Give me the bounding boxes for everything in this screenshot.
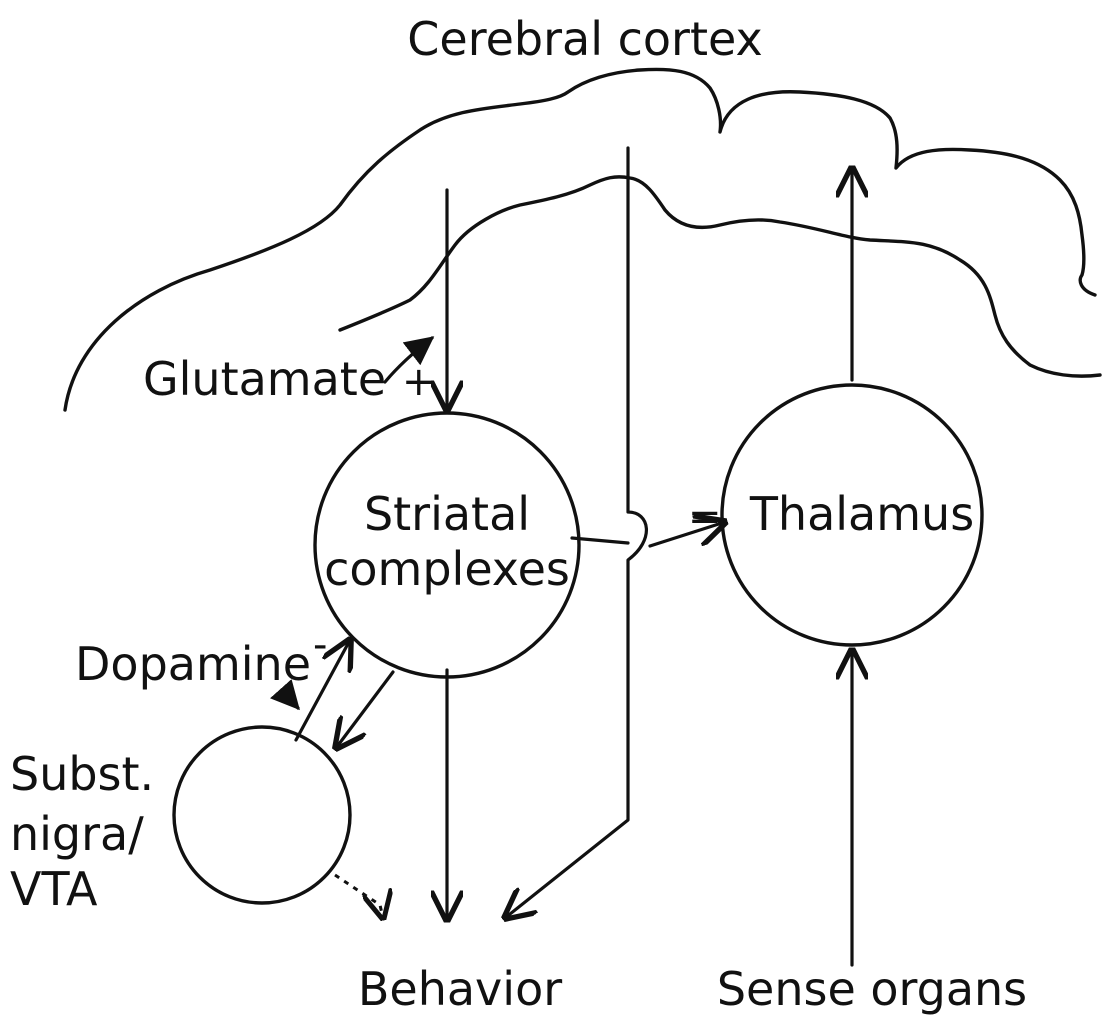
- striatum-to-nigra-arrow: [336, 672, 393, 748]
- substantia-nigra-node: [174, 727, 350, 903]
- thalamus-label: Thalamus: [749, 487, 974, 541]
- subst-label-line2: nigra/: [10, 807, 144, 861]
- behavior-label: Behavior: [358, 962, 562, 1016]
- thalamus-sign: =: [688, 494, 722, 540]
- sense-organs-label: Sense organs: [717, 962, 1027, 1016]
- dopamine-arrow: [282, 690, 298, 708]
- dopamine-sign: -: [313, 622, 327, 668]
- subst-label-line3: VTA: [10, 862, 98, 916]
- cerebral-cortex-label: Cerebral cortex: [407, 12, 762, 66]
- dopamine-label: Dopamine: [75, 637, 311, 691]
- cortex-inner-outline: [340, 177, 1100, 376]
- striatal-label-line2: complexes: [324, 542, 570, 596]
- subst-label-line1: Subst.: [10, 747, 154, 801]
- glutamate-sign: +: [402, 359, 436, 405]
- striatal-label-line1: Striatal: [364, 487, 530, 541]
- glutamate-label: Glutamate: [143, 352, 386, 406]
- nigra-to-behavior-dashed: [335, 875, 383, 918]
